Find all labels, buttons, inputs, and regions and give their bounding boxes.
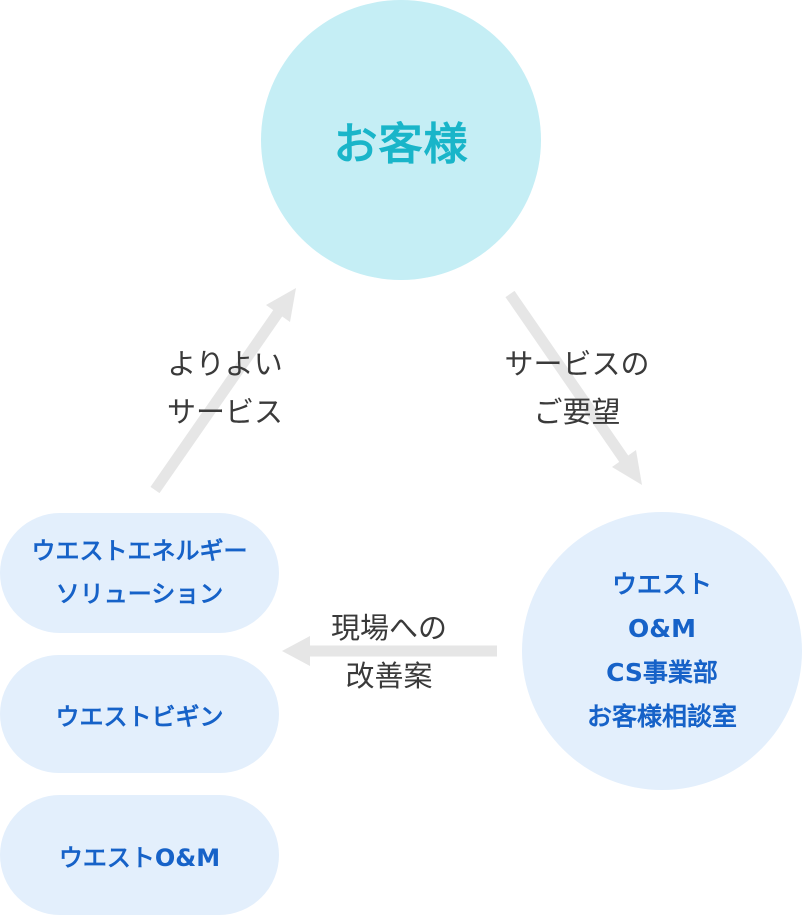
arrow-to-companies-head [282,636,310,666]
company-west-energy-solution: ウエストエネルギー ソリューション [0,513,279,633]
flow-label-line: 改善案 [345,659,433,693]
cs-department-node: ウエスト O&M CS事業部 お客様相談室 [522,512,802,790]
arrow-to-customer-head [266,288,296,322]
flow-label-better-service: よりよい サービス [150,340,300,436]
company-label-line: ソリューション [55,580,224,608]
cs-department-line: CS事業部 [606,658,718,687]
flow-label-line: 現場への [330,611,447,645]
flow-label-line: サービス [166,395,283,429]
flow-label-line: よりよい [167,347,283,381]
customer-label: お客様 [333,119,469,170]
cs-department-line: お客様相談室 [586,702,737,731]
cs-department-line: ウエスト [611,570,712,599]
cs-department-line: O&M [628,614,696,643]
company-label: ウエストエネルギー ソリューション [32,530,248,616]
arrow-to-om-shaft [505,290,631,466]
flow-label-line: サービスの [504,347,650,381]
arrow-to-customer-shaft [150,306,285,494]
company-label: ウエストビギン [55,702,224,731]
cs-department-label: ウエスト O&M CS事業部 お客様相談室 [587,563,737,739]
flow-label-site-improvements: 現場への 改善案 [318,604,460,700]
flow-label-service-requests: サービスの ご要望 [492,340,662,436]
customer-node: お客様 [261,0,541,280]
flow-label-line: ご要望 [533,395,621,429]
company-label: ウエストO&M [58,843,221,872]
company-west-om: ウエストO&M [0,795,279,915]
company-west-begin: ウエストビギン [0,655,279,773]
company-label-line: ウエストエネルギー [31,537,248,565]
arrow-to-om-head [612,450,642,485]
